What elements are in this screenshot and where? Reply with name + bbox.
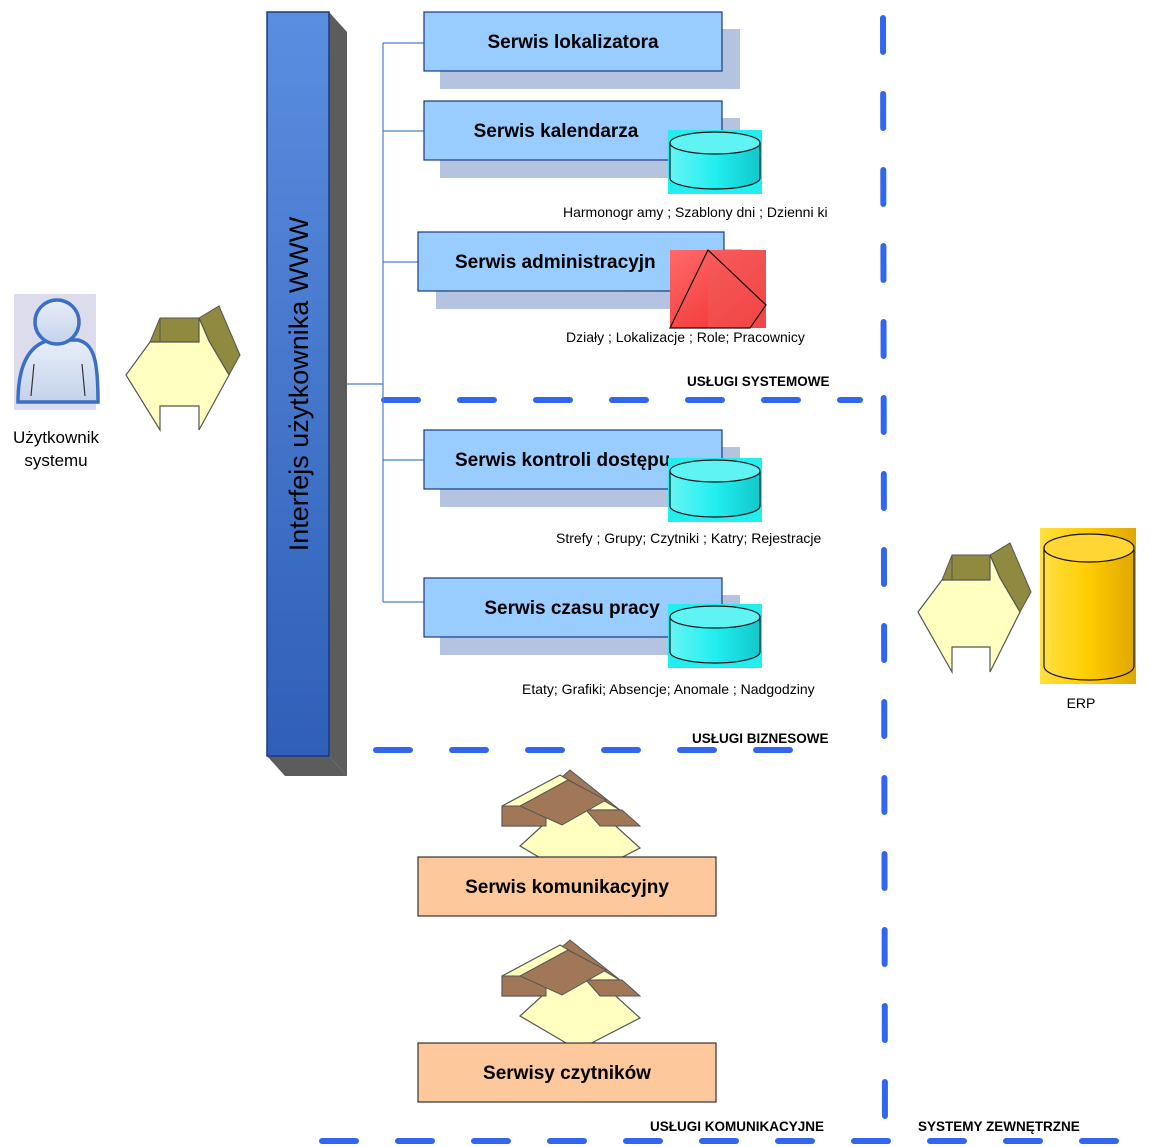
section-label-external: SYSTEMY ZEWNĘTRZNE [918, 1119, 1080, 1134]
service-readers-title: Serwisy czytników [483, 1063, 651, 1084]
user-icon [16, 298, 100, 404]
worktime-database-icon [668, 604, 762, 668]
admin-data-caption: Działy ; Lokalizacje ; Role; Pracownicy [566, 329, 805, 345]
connector-lines [330, 42, 424, 603]
user-label-line1: Użytkownik [13, 428, 99, 447]
section-label-business: USŁUGI BIZNESOWE [692, 731, 829, 746]
erp-database-icon [1040, 528, 1136, 684]
service-worktime-title: Serwis czasu pracy [484, 598, 660, 619]
section-label-communication: USŁUGI KOMUNIKACYJNE [650, 1119, 824, 1134]
access-database-icon [668, 458, 762, 522]
service-communication-title: Serwis komunikacyjny [465, 877, 669, 898]
access-data-caption: Strefy ; Grupy; Czytniki ; Katry; Rejest… [556, 530, 822, 546]
erp-label: ERP [1067, 695, 1096, 711]
user-interface-arrow [125, 305, 241, 433]
section-label-system: USŁUGI SYSTEMOWE [687, 374, 830, 389]
calendar-data-caption: Harmonogr amy ; Szablony dni ; Dzienni k… [563, 204, 828, 220]
admin-data-icon [669, 249, 767, 329]
calendar-database-icon [668, 130, 762, 194]
exchange-arrow-lower [501, 939, 642, 1051]
user-actor: Użytkownik systemu [13, 294, 100, 470]
external-divider-line [880, 15, 888, 1143]
service-locator: Serwis lokalizatora [423, 11, 740, 89]
user-label-line2: systemu [24, 451, 87, 470]
section-boundaries [319, 15, 1155, 1144]
exchange-arrow-upper [501, 769, 642, 881]
service-access-title: Serwis kontroli dostępu [455, 450, 670, 471]
worktime-data-caption: Etaty; Grafiki; Absencje; Anomale ; Nadg… [522, 681, 815, 697]
interface-label: Interfejs użytkownika WWW [284, 216, 314, 551]
service-readers: Serwisy czytników [417, 1042, 717, 1103]
service-communication: Serwis komunikacyjny [417, 856, 717, 917]
erp-system: ERP [1040, 528, 1136, 711]
service-calendar-title: Serwis kalendarza [474, 121, 639, 142]
service-admin-title: Serwis administracyjn [455, 252, 656, 273]
interface-bar: Interfejs użytkownika WWW [266, 11, 347, 776]
service-locator-title: Serwis lokalizatora [487, 32, 659, 53]
erp-arrow [917, 542, 1032, 675]
